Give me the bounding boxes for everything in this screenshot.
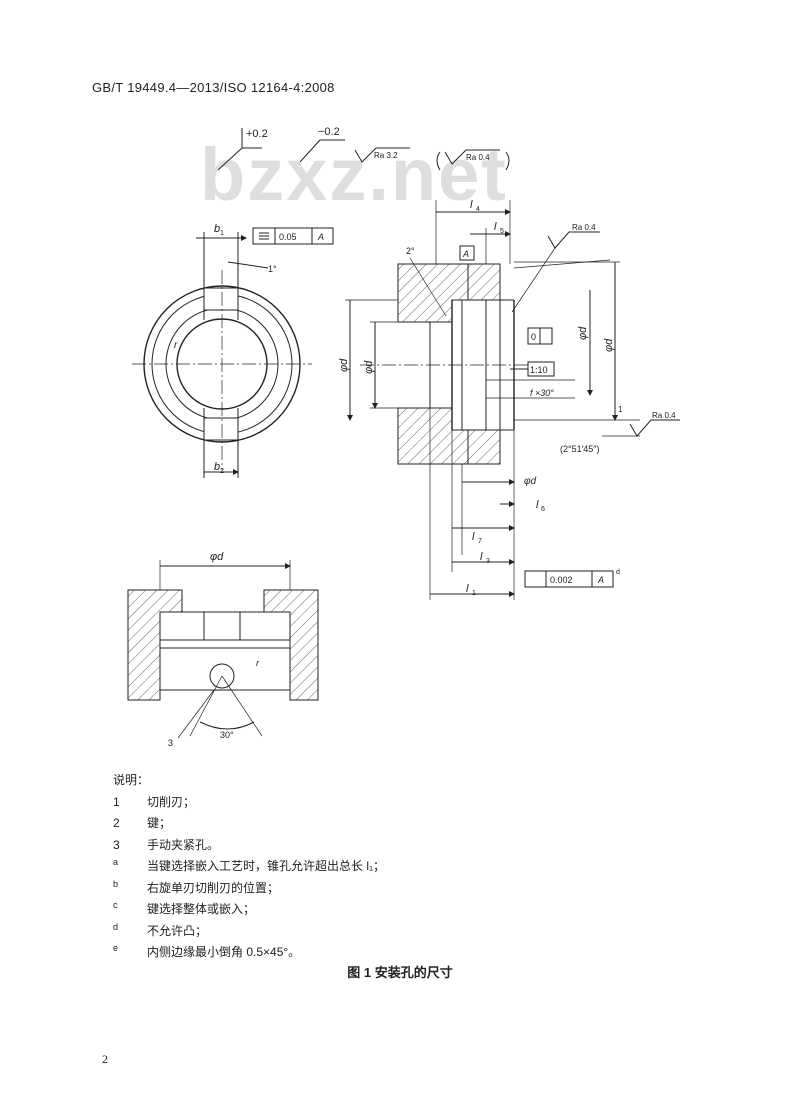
dim-b1-sub: 1	[220, 230, 224, 237]
chamfer-label: f ×30°	[530, 388, 554, 398]
dim-l7: l	[472, 531, 475, 543]
angle-30deg: 30°	[220, 730, 234, 740]
dim-l4: l	[470, 199, 473, 211]
dim-b2: b	[214, 461, 220, 473]
page-number: 2	[102, 1052, 108, 1066]
roughness-ra04-right: Ra 0.4	[572, 223, 596, 232]
angle-1deg: 1°	[268, 264, 277, 274]
dim-b1: b	[214, 223, 220, 235]
flatness-value: 0.05	[279, 232, 297, 242]
tol-plus: +0.2	[246, 128, 268, 140]
dim-phi-d5: φd	[363, 360, 375, 374]
tol-minus: −0.2	[318, 126, 340, 138]
perpendicularity-symbol: 0	[531, 332, 536, 342]
dim-b2-sub: 2	[220, 468, 224, 475]
angle-2deg: 2°	[406, 246, 415, 256]
roughness-ra04-lower: Ra 0.4	[652, 411, 676, 420]
dim-l7-sub: 7	[478, 538, 482, 545]
dim-l3-sub: 3	[486, 558, 490, 565]
note-d-ref: d	[616, 569, 620, 576]
angle-note: (2°51′45″)	[560, 444, 600, 454]
dim-l6-sub: 6	[541, 506, 545, 513]
roughness-ra32: Ra 3.2	[374, 151, 398, 160]
r-label-end-view: r	[174, 340, 178, 351]
dim-phi-d3: φd	[338, 358, 350, 372]
dim-l1-sub: 1	[472, 590, 476, 597]
section-view	[345, 200, 680, 600]
callout-1: 1	[618, 405, 623, 414]
standard-header: GB/T 19449.4—2013/ISO 12164-4:2008	[92, 80, 335, 95]
dim-phi-d2: φd	[577, 326, 589, 340]
figure-caption: 图 1 安装孔的尺寸	[347, 965, 453, 980]
key-section-view	[127, 560, 319, 739]
dim-l5-sub: 5	[500, 228, 504, 235]
dim-l3: l	[480, 551, 483, 563]
flatness-0002: 0.002	[550, 575, 573, 585]
dim-phi-d6: φd	[524, 476, 537, 487]
dim-l5: l	[494, 221, 497, 233]
dim-l4-sub: 4	[476, 206, 480, 213]
dim-phi-d4: φd	[210, 551, 224, 563]
watermark: bzxz.net	[200, 133, 508, 216]
callout-3: 3	[168, 738, 173, 748]
roughness-symbols-top	[354, 147, 510, 171]
roughness-ra04: Ra 0.4	[466, 153, 490, 162]
dim-l6: l	[536, 499, 539, 511]
datum-a-box: A	[462, 249, 469, 259]
flatness-datum: A	[317, 232, 324, 242]
end-view	[132, 227, 334, 478]
taper-ratio: 1:10	[530, 365, 548, 375]
tolerance-marks	[217, 128, 345, 171]
dim-phi-d1-right: φd	[603, 338, 615, 352]
r-label-section: r	[256, 658, 260, 668]
flatness-0002-datum: A	[597, 575, 604, 585]
dim-l1: l	[466, 583, 469, 595]
